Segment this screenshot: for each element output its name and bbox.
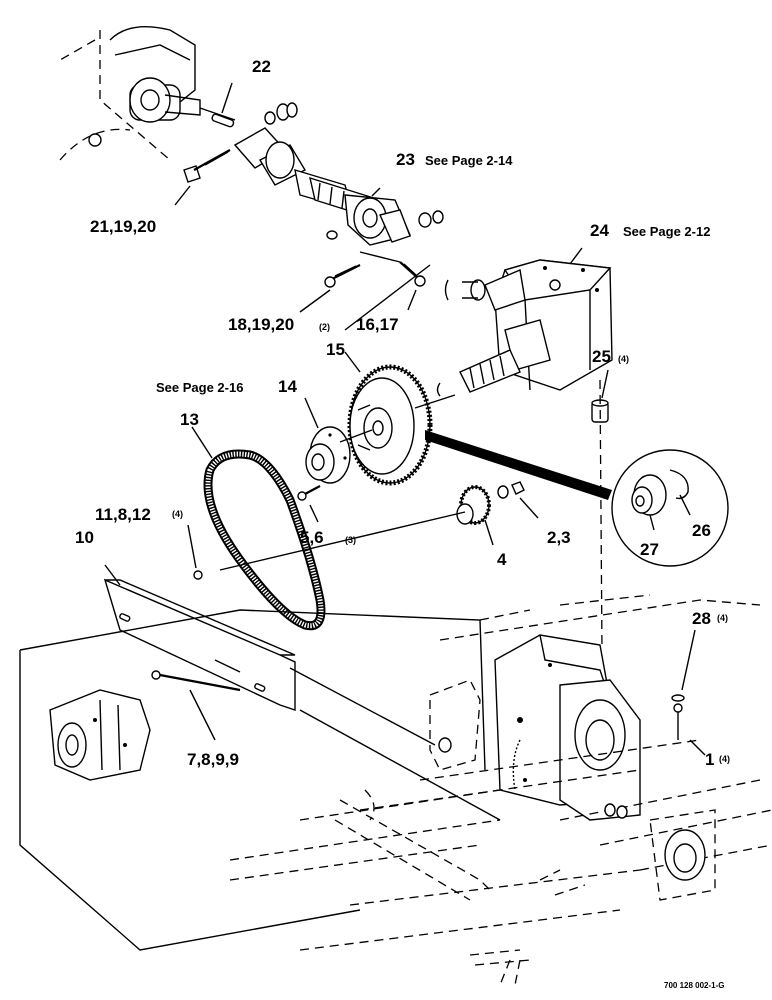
callout-15: 15	[326, 340, 345, 359]
sprocket-4	[456, 481, 539, 546]
bolt-5	[297, 485, 321, 523]
callout-27: 27	[640, 540, 659, 559]
callout-14-reference: See Page 2-16	[156, 380, 243, 395]
callout-18-qty: (2)	[319, 322, 330, 332]
callout-24-reference: See Page 2-12	[623, 224, 710, 239]
callout-25: 25	[592, 347, 611, 366]
callout-1: 1	[705, 750, 714, 769]
rod-7	[151, 670, 241, 741]
frame-assembly	[229, 379, 772, 986]
bracket-10	[103, 564, 296, 711]
callout-5: 5,6	[300, 528, 324, 547]
callout-25-qty: (4)	[618, 354, 629, 364]
callout-10: 10	[75, 528, 94, 547]
callout-16: 16,17	[356, 315, 399, 334]
key-22	[211, 82, 235, 128]
bolt-11	[187, 524, 203, 580]
gearbox-24	[436, 247, 613, 397]
pulley-15	[344, 351, 433, 486]
shaft-mount-housing	[59, 25, 236, 161]
drawing-number: 700 128 002-1-G	[664, 981, 725, 990]
shaft-washers	[264, 102, 298, 125]
callout-14: 14	[278, 377, 297, 396]
hub-14	[304, 397, 373, 484]
callout-7: 7,8,9,9	[187, 750, 239, 769]
callout-18: 18,19,20	[228, 315, 294, 334]
callout-22: 22	[252, 57, 271, 76]
drive-shaft-23	[233, 127, 411, 246]
yoke-hardware	[326, 210, 444, 240]
detail-view	[425, 430, 729, 567]
bolt-21	[174, 149, 231, 206]
pump-motor	[19, 609, 486, 951]
callout-28: 28	[692, 609, 711, 628]
assembly-centerlines	[219, 264, 466, 571]
callout-23: 23	[396, 150, 415, 169]
callout-23-reference: See Page 2-14	[425, 153, 513, 168]
callout-4: 4	[497, 550, 507, 569]
callout-5-qty: (3)	[345, 535, 356, 545]
bolt-1-28	[671, 629, 706, 756]
callout-11-qty: (4)	[172, 509, 183, 519]
belt-13	[191, 426, 326, 631]
bolt-16	[399, 261, 426, 311]
callout-21: 21,19,20	[90, 217, 156, 236]
callout-11: 11,8,12	[95, 505, 151, 524]
callout-28-qty: (4)	[717, 613, 728, 623]
callout-2: 2,3	[547, 528, 571, 547]
callout-26: 26	[692, 521, 711, 540]
callout-1-qty: (4)	[719, 754, 730, 764]
callout-24: 24	[590, 221, 609, 240]
bolt-18	[299, 264, 361, 313]
callout-13: 13	[180, 410, 199, 429]
